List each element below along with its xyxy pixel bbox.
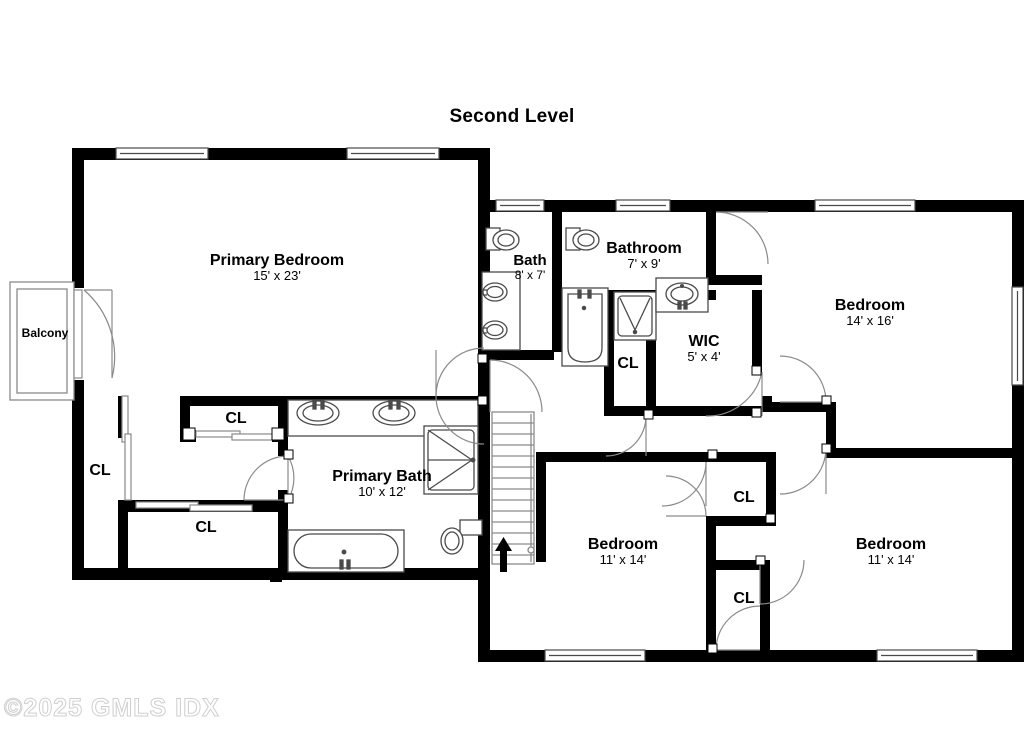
fixtures <box>9 227 709 573</box>
bathtub-primary-bath-icon <box>287 529 405 573</box>
door-bathroom <box>715 211 769 265</box>
doors <box>73 211 827 651</box>
door-wic <box>705 371 763 417</box>
slider-cl-lower-left <box>135 501 253 512</box>
shower-bathroom-icon <box>613 291 657 341</box>
windows <box>115 147 1024 662</box>
toilet-primary-bath-icon <box>440 519 483 555</box>
door-bath <box>489 359 543 413</box>
toilet-bath-icon <box>485 227 520 251</box>
door-cl-center <box>605 415 647 457</box>
door-balcony <box>73 289 116 379</box>
door-cl-mid-right-lower <box>759 559 805 605</box>
door-bedroom-11x14-left <box>661 461 707 507</box>
window <box>1011 286 1024 386</box>
door-hall-upper-right <box>779 447 827 495</box>
up-arrow-icon <box>495 537 512 572</box>
door-bedroom-14x16 <box>779 355 827 403</box>
bathtub-center-icon <box>561 287 609 367</box>
vanity-bath-icon <box>481 271 521 351</box>
door-jambs <box>182 353 832 654</box>
door-primary-bedroom-entry <box>435 347 485 445</box>
sink-bathroom-icon <box>655 277 709 313</box>
window <box>814 199 916 212</box>
window <box>876 649 978 662</box>
window <box>346 147 440 160</box>
window <box>495 199 545 212</box>
window <box>615 199 671 212</box>
door-cl-mid-right-upper <box>665 475 707 517</box>
toilet-bathroom-icon <box>565 227 600 251</box>
staircase <box>491 411 535 565</box>
balcony-structure <box>9 281 75 401</box>
slider-cl-far-left <box>121 395 132 501</box>
page-title: Second Level <box>449 106 575 127</box>
window <box>115 147 209 160</box>
door-bedroom-11x14-right <box>715 605 761 651</box>
shower-primary-bath-icon <box>423 425 479 495</box>
window <box>544 649 646 662</box>
